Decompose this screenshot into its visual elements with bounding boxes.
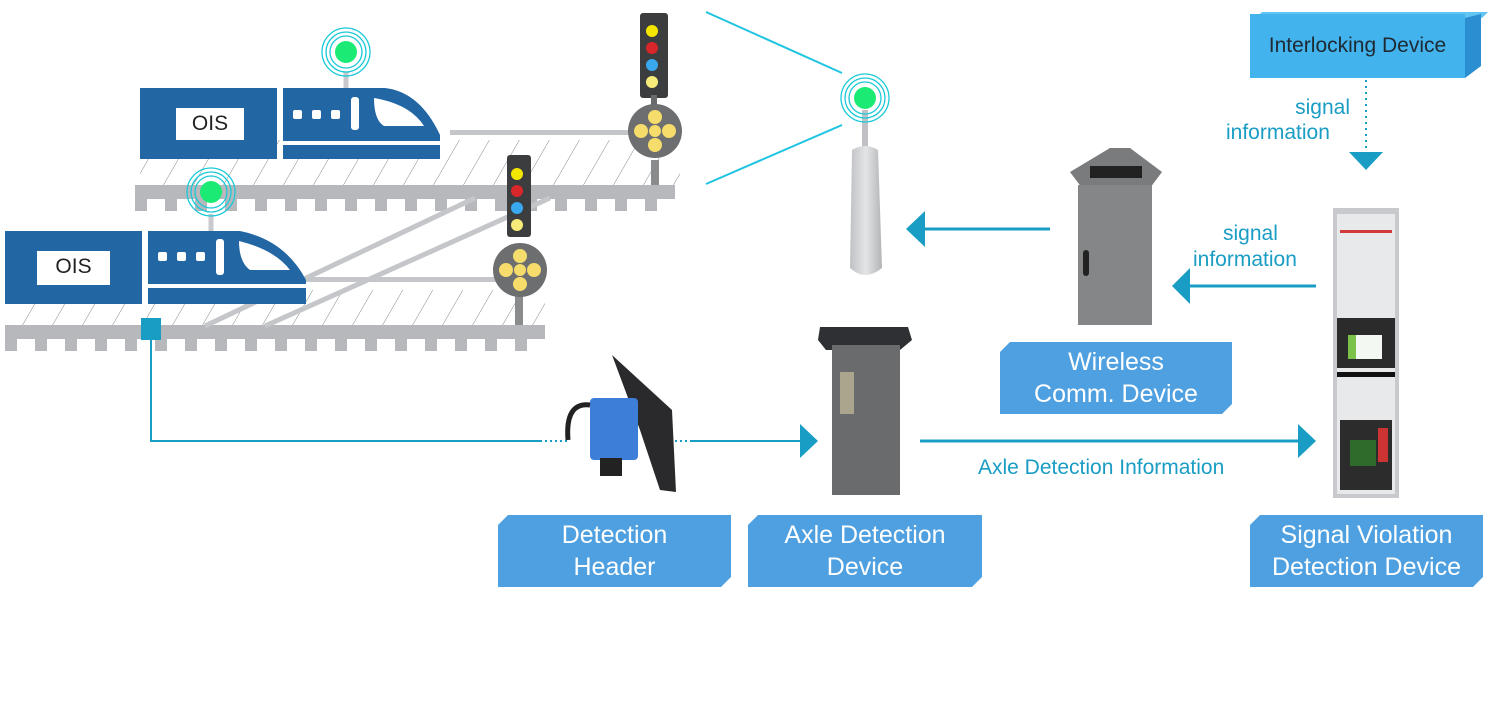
flow-label-interlocking: signal (1280, 96, 1350, 120)
beacon-icon (335, 41, 357, 63)
label-line: Detection Device (1272, 553, 1461, 581)
rail-tie (645, 198, 657, 211)
interlocking-box-side (1465, 14, 1481, 78)
signal-violation-rack-image (1333, 208, 1399, 498)
rail-tie (555, 198, 567, 211)
rail-tie (615, 198, 627, 211)
wireless-cabinet-image (1070, 148, 1162, 325)
rail-tie (155, 338, 167, 351)
rail-tie (255, 198, 267, 211)
railway-signal-lower (493, 155, 547, 325)
detection-header-image (565, 355, 676, 492)
rail-tie (455, 338, 467, 351)
label-axle-detection-device: Axle Detection Device (748, 515, 982, 587)
rail-tie (5, 338, 17, 351)
arrow-right-icon (1298, 424, 1316, 458)
rail-tie (125, 338, 137, 351)
flow-label-line: signal (1223, 222, 1278, 245)
crossover-rail (203, 195, 477, 329)
arrow-left-icon (1172, 268, 1190, 304)
label-line: Header (573, 553, 656, 581)
interlocking-device-box: Interlocking Device (1250, 14, 1465, 78)
flow-label-line: information (1193, 248, 1297, 271)
track-sensor-icon (141, 318, 161, 340)
rail-tie (395, 338, 407, 351)
rail-tie (335, 338, 347, 351)
rail-tie (485, 338, 497, 351)
beacon-icon (200, 181, 222, 203)
rail-tie (135, 198, 147, 211)
sensor-line (150, 340, 540, 442)
label-line: Device (826, 553, 904, 581)
label-detection-header: Detection Header (498, 515, 731, 587)
railway-signal-upper (628, 13, 682, 185)
rail-tie (425, 338, 437, 351)
flow-label-axle-detection-information: Axle Detection Information (978, 456, 1225, 479)
flow-label-line: signal (1295, 96, 1350, 119)
train-label-ois: OIS (176, 108, 244, 140)
label-line: Comm. Device (1034, 380, 1198, 408)
upper-track (135, 130, 680, 211)
label-signal-violation-detection-device: Signal Violation Detection Device (1250, 515, 1483, 587)
label-line: Signal Violation (1280, 521, 1453, 549)
rail-tie (515, 338, 527, 351)
rail-tie (285, 198, 297, 211)
rail-tie (405, 198, 417, 211)
label-wireless-comm-device: Wireless Comm. Device (1000, 342, 1232, 414)
rail-tie (375, 198, 387, 211)
label-line: Wireless (1068, 348, 1164, 376)
arrow-down-icon (1349, 152, 1383, 170)
rail-tie (435, 198, 447, 211)
arrow-left-icon (906, 211, 925, 247)
rail-tie (305, 338, 317, 351)
rail-tie (345, 198, 357, 211)
rail-tie (165, 198, 177, 211)
rail-tie (185, 338, 197, 351)
label-line: Axle Detection (784, 521, 946, 549)
rail-tie (35, 338, 47, 351)
train-label-ois: OIS (37, 251, 110, 285)
rail-tie (275, 338, 287, 351)
rail-tie (65, 338, 77, 351)
crossover-rail (263, 195, 552, 329)
rail-tie (315, 198, 327, 211)
rail-tie (585, 198, 597, 211)
rail-tie (215, 338, 227, 351)
rail-tie (95, 338, 107, 351)
label-line: Detection (561, 521, 668, 549)
rail-tie (245, 338, 257, 351)
rail-tie (365, 338, 377, 351)
flow-label-line: information (1226, 121, 1330, 144)
train-upper (140, 27, 441, 159)
train-lower (5, 167, 308, 304)
antenna-icon (705, 11, 890, 275)
arrow-right-icon (800, 424, 818, 458)
rail-tie (495, 198, 507, 211)
axle-detection-cabinet-image (818, 327, 912, 495)
